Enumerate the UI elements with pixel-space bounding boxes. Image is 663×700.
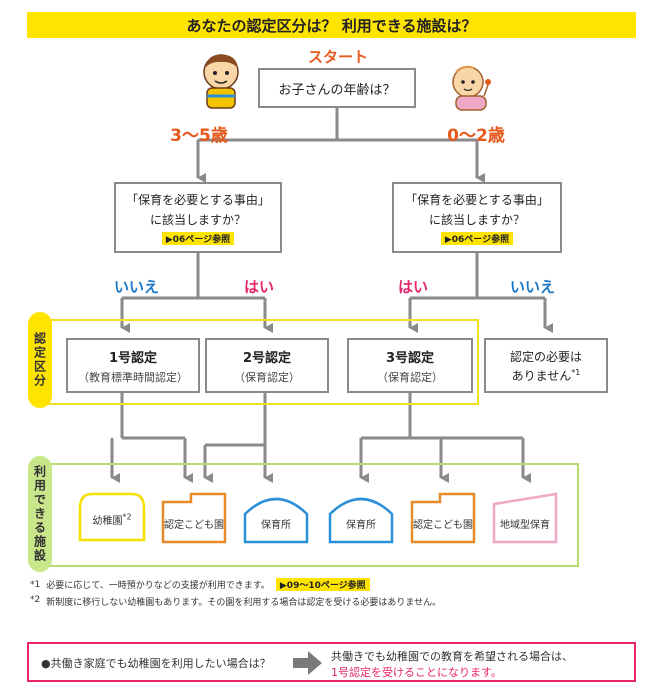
certification-subtitle: （保育認定）	[377, 370, 443, 384]
facility-label: 地域型保育	[500, 520, 550, 531]
answer-yes-left: はい	[244, 278, 275, 296]
side-tag-certification: 認定区分	[28, 312, 52, 408]
note-text: 必要に応じて、一時預かりなどの支援が利用できます。	[46, 581, 270, 591]
certification-1: 1号認定 （教育標準時間認定）	[66, 338, 200, 393]
boy-illustration	[203, 54, 239, 109]
certification-subtitle: （保育認定）	[234, 370, 300, 384]
facility-certified-center-2: 認定こども園	[410, 492, 476, 544]
answer-yes-right: はい	[398, 278, 429, 296]
need-question-box-right: 「保育を必要とする事由」 に該当しますか？ ▶06ページ参照	[392, 182, 562, 253]
facility-label: 認定こども園	[164, 520, 224, 531]
note-mark: *2	[30, 595, 41, 605]
certification-subtitle: （教育標準時間認定）	[78, 370, 188, 384]
bottom-answer-line2: 1号認定を受けることになります。	[331, 666, 502, 679]
start-label: スタート	[307, 48, 368, 66]
certification-subtitle: ありません	[511, 368, 572, 383]
note-2: *2 新制度に移行しない幼稚園もあります。その園を利用する場合は認定を受ける必要…	[30, 595, 640, 608]
page-ref-tag: ▶06ページ参照	[161, 231, 235, 245]
certification-none: 認定の必要は ありません*1	[484, 338, 608, 393]
certified-center-shape-icon	[410, 492, 476, 544]
facility-certified-center-1: 認定こども園	[161, 492, 227, 544]
need-question-line2: に該当しますか？	[428, 212, 525, 227]
age-label-3-5: 3～5歳	[170, 126, 228, 146]
need-question-line2: に該当しますか？	[149, 212, 246, 227]
facility-note: *2	[122, 512, 132, 522]
bottom-answer-line1: 共働きでも幼稚園での教育を希望される場合は、	[331, 650, 573, 663]
right-arrow-icon	[293, 651, 322, 675]
baby-illustration	[452, 65, 491, 111]
age-question-text: お子さんの年齢は？	[278, 82, 396, 98]
need-question-line1: 「保育を必要とする事由」	[405, 192, 549, 207]
certification-2: 2号認定 （保育認定）	[205, 338, 329, 393]
note-mark: *1	[30, 579, 41, 590]
certification-title: 3号認定	[385, 350, 435, 366]
nursery-shape-icon	[328, 497, 394, 544]
facility-label: 保育所	[346, 520, 376, 531]
side-tag-facilities: 利用できる施設	[28, 456, 52, 572]
need-question-line1: 「保育を必要とする事由」	[126, 192, 270, 207]
age-label-0-2: 0～2歳	[447, 126, 505, 146]
facility-label: 幼稚園	[92, 516, 123, 527]
note-text: 新制度に移行しない幼稚園もあります。その園を利用する場合は認定を受ける必要はあり…	[46, 598, 442, 608]
answer-no-left: いいえ	[114, 278, 160, 296]
facility-community-care: 地域型保育	[492, 492, 558, 544]
note-ref-tag: ▶09～10ページ参照	[275, 578, 370, 591]
certification-title: 認定の必要は	[509, 349, 582, 364]
bottom-info-box: ●共働き家庭でも幼稚園を利用したい場合は？ 共働きでも幼稚園での教育を希望される…	[27, 642, 636, 682]
bottom-question: ●共働き家庭でも幼稚園を利用したい場合は？	[41, 657, 271, 670]
facility-nursery-1: 保育所	[243, 492, 309, 544]
nursery-shape-icon	[243, 497, 309, 544]
page-title: あなたの認定区分は？ 利用できる施設は？	[27, 12, 636, 38]
need-question-box-left: 「保育を必要とする事由」 に該当しますか？ ▶06ページ参照	[114, 182, 282, 253]
certification-3: 3号認定 （保育認定）	[347, 338, 473, 393]
facility-label: 認定こども園	[413, 520, 473, 531]
facility-kindergarten: 幼稚園*2	[78, 492, 146, 542]
community-care-shape-icon	[492, 492, 558, 544]
answer-no-right: いいえ	[510, 278, 556, 296]
age-question-box: お子さんの年齢は？	[258, 68, 416, 108]
certified-center-shape-icon	[161, 492, 227, 544]
page-ref-tag: ▶06ページ参照	[440, 231, 514, 245]
facility-label: 保育所	[261, 520, 291, 531]
note-1: *1 必要に応じて、一時預かりなどの支援が利用できます。 ▶09～10ページ参照	[30, 578, 630, 591]
certification-note: *1	[571, 367, 581, 377]
kindergarten-shape-icon	[78, 492, 146, 542]
facility-nursery-2: 保育所	[328, 492, 394, 544]
certification-title: 1号認定	[108, 350, 158, 366]
certification-title: 2号認定	[242, 350, 292, 366]
